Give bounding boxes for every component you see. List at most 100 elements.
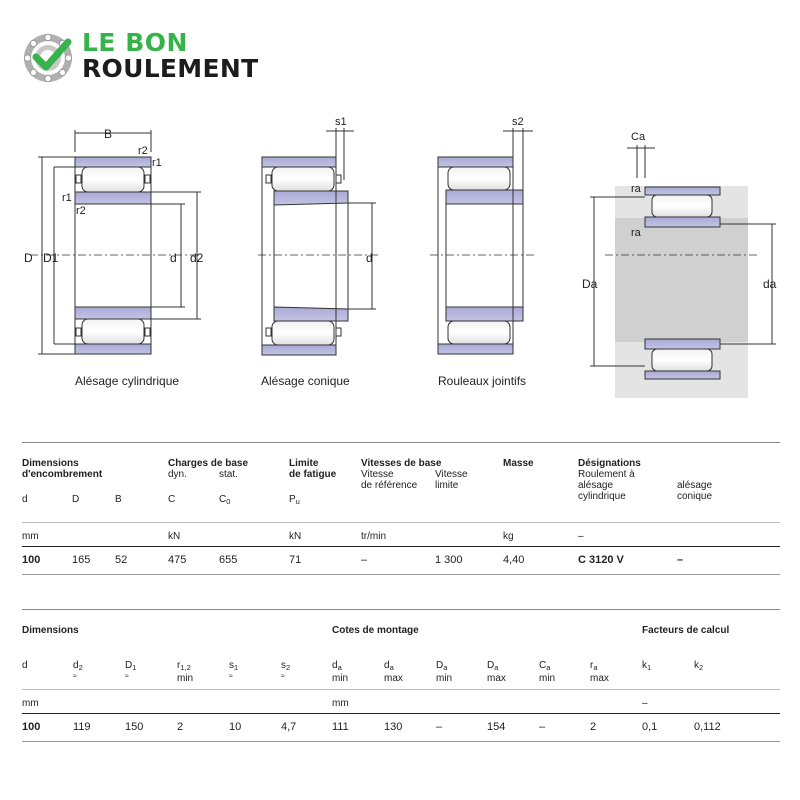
t1-vref: – [361, 554, 368, 566]
t2-rule-data [22, 713, 780, 714]
t1-h-desig: Désignations [578, 458, 641, 469]
t1-h-vref2: de référence [361, 480, 418, 491]
label-ra-top: ra [631, 183, 642, 195]
t1-des-con: – [677, 554, 684, 566]
t2-s2: 4,7 [281, 721, 297, 733]
t1-h-vlim1: Vitesse [435, 469, 468, 480]
logo [22, 26, 302, 86]
t2-c-d: d [22, 660, 28, 671]
t1-des-cyl: C 3120 V [578, 554, 624, 566]
t2-c-k2: k2 [694, 660, 704, 672]
drawing-full-complement [430, 128, 536, 355]
t1-D: 165 [72, 554, 91, 566]
t1-sym-B: B [115, 494, 122, 505]
t2-rule-units [22, 689, 780, 690]
t1-C: 475 [168, 554, 187, 566]
t1-u-kN1: kN [168, 531, 181, 542]
t1-h-des-cyl1: Roulement à [578, 469, 635, 480]
drawing-tapered-bore [258, 128, 380, 356]
t2-h-facteurs: Facteurs de calcul [642, 625, 730, 636]
table1-top-rule [22, 442, 780, 443]
t1-C0: 655 [219, 554, 238, 566]
label-s2: s2 [512, 116, 524, 128]
label-D1: D1 [43, 251, 59, 265]
t1-Pu: 71 [289, 554, 302, 566]
t1-mass: 4,40 [503, 554, 525, 566]
label-da: da [763, 277, 777, 291]
label-d: d [170, 251, 177, 265]
caption-cylindrical: Alésage cylindrique [75, 374, 180, 388]
t1-B: 52 [115, 554, 128, 566]
t2-D1: 150 [125, 721, 144, 733]
t2-d2: 119 [73, 721, 91, 733]
label-r2-top: r2 [138, 145, 148, 157]
drawing-mounting [590, 145, 776, 398]
t2-d: 100 [22, 721, 41, 733]
t1-h-des-cyl3: cylindrique [578, 491, 626, 502]
t1-h-dim2: d'encombrement [22, 469, 103, 480]
t2-da-min: 111 [332, 721, 349, 733]
t1-sym-C0: C0 [219, 494, 231, 506]
t1-sym-D: D [72, 494, 80, 505]
t2-da-max: 130 [384, 721, 403, 733]
t1-rule-units [22, 522, 780, 523]
label-B: B [104, 127, 112, 141]
t2-h-dim: Dimensions [22, 625, 79, 636]
t2-Da-max: 154 [487, 721, 506, 733]
t2-c-D1: D1≈ [125, 660, 137, 680]
t2-Ca-min: – [539, 721, 546, 733]
table2-top-rule [22, 609, 780, 610]
t1-h-dyn: dyn. [168, 469, 187, 480]
t2-r12: 2 [177, 721, 184, 733]
t2-h-cotes: Cotes de montage [332, 625, 419, 636]
label-D: D [24, 251, 33, 265]
t1-u-mm: mm [22, 531, 39, 542]
t1-h-dim: Dimensions [22, 458, 79, 469]
t2-u-dash: – [642, 698, 648, 709]
label-ra-bottom: ra [631, 227, 642, 239]
t2-c-s2: s2≈ [281, 660, 291, 680]
t1-sym-d: d [22, 494, 28, 505]
t2-u-mm2: mm [332, 698, 349, 709]
label-r1-top: r1 [152, 157, 162, 169]
label-d2: d2 [190, 251, 204, 265]
t1-bottom-rule [22, 574, 780, 575]
t2-c-d2: d2≈ [73, 660, 83, 680]
t1-u-kN2: kN [289, 531, 302, 542]
logo-line1: LE BON [82, 28, 188, 57]
bearing-drawings: B r2 r1 r1 r2 D D1 d d2 s1 d s2 [24, 116, 777, 398]
t1-h-des-con1: alésage [677, 480, 713, 491]
t1-u-kg: kg [503, 531, 514, 542]
label-r2-left: r2 [76, 205, 86, 217]
t2-c-k1: k1 [642, 660, 652, 672]
caption-tapered: Alésage conique [261, 374, 350, 388]
t1-h-vref1: Vitesse [361, 469, 394, 480]
caption-full-complement: Rouleaux jointifs [438, 374, 527, 388]
label-Da: Da [582, 277, 598, 291]
t1-sym-Pu: Pu [289, 494, 300, 506]
t1-rule-data [22, 546, 780, 547]
t2-k1: 0,1 [642, 721, 658, 733]
t1-h-des-con2: conique [677, 491, 713, 502]
t2-u-mm1: mm [22, 698, 39, 709]
t2-s1: 10 [229, 721, 242, 733]
t1-h-fatigue: de fatigue [289, 469, 337, 480]
t1-d: 100 [22, 554, 41, 566]
t2-ra-max: 2 [590, 721, 597, 733]
t1-h-stat: stat. [219, 469, 238, 480]
logo-line2: ROULEMENT [82, 54, 259, 83]
t1-h-limite: Limite [289, 458, 319, 469]
drawing-cylindrical-bore [30, 130, 201, 355]
t1-h-masse: Masse [503, 458, 534, 469]
t2-k2: 0,112 [694, 721, 721, 733]
t1-h-vlim2: limite [435, 480, 459, 491]
label-s1: s1 [335, 116, 347, 128]
bearing-check-icon [23, 33, 73, 83]
t1-sym-C: C [168, 494, 176, 505]
